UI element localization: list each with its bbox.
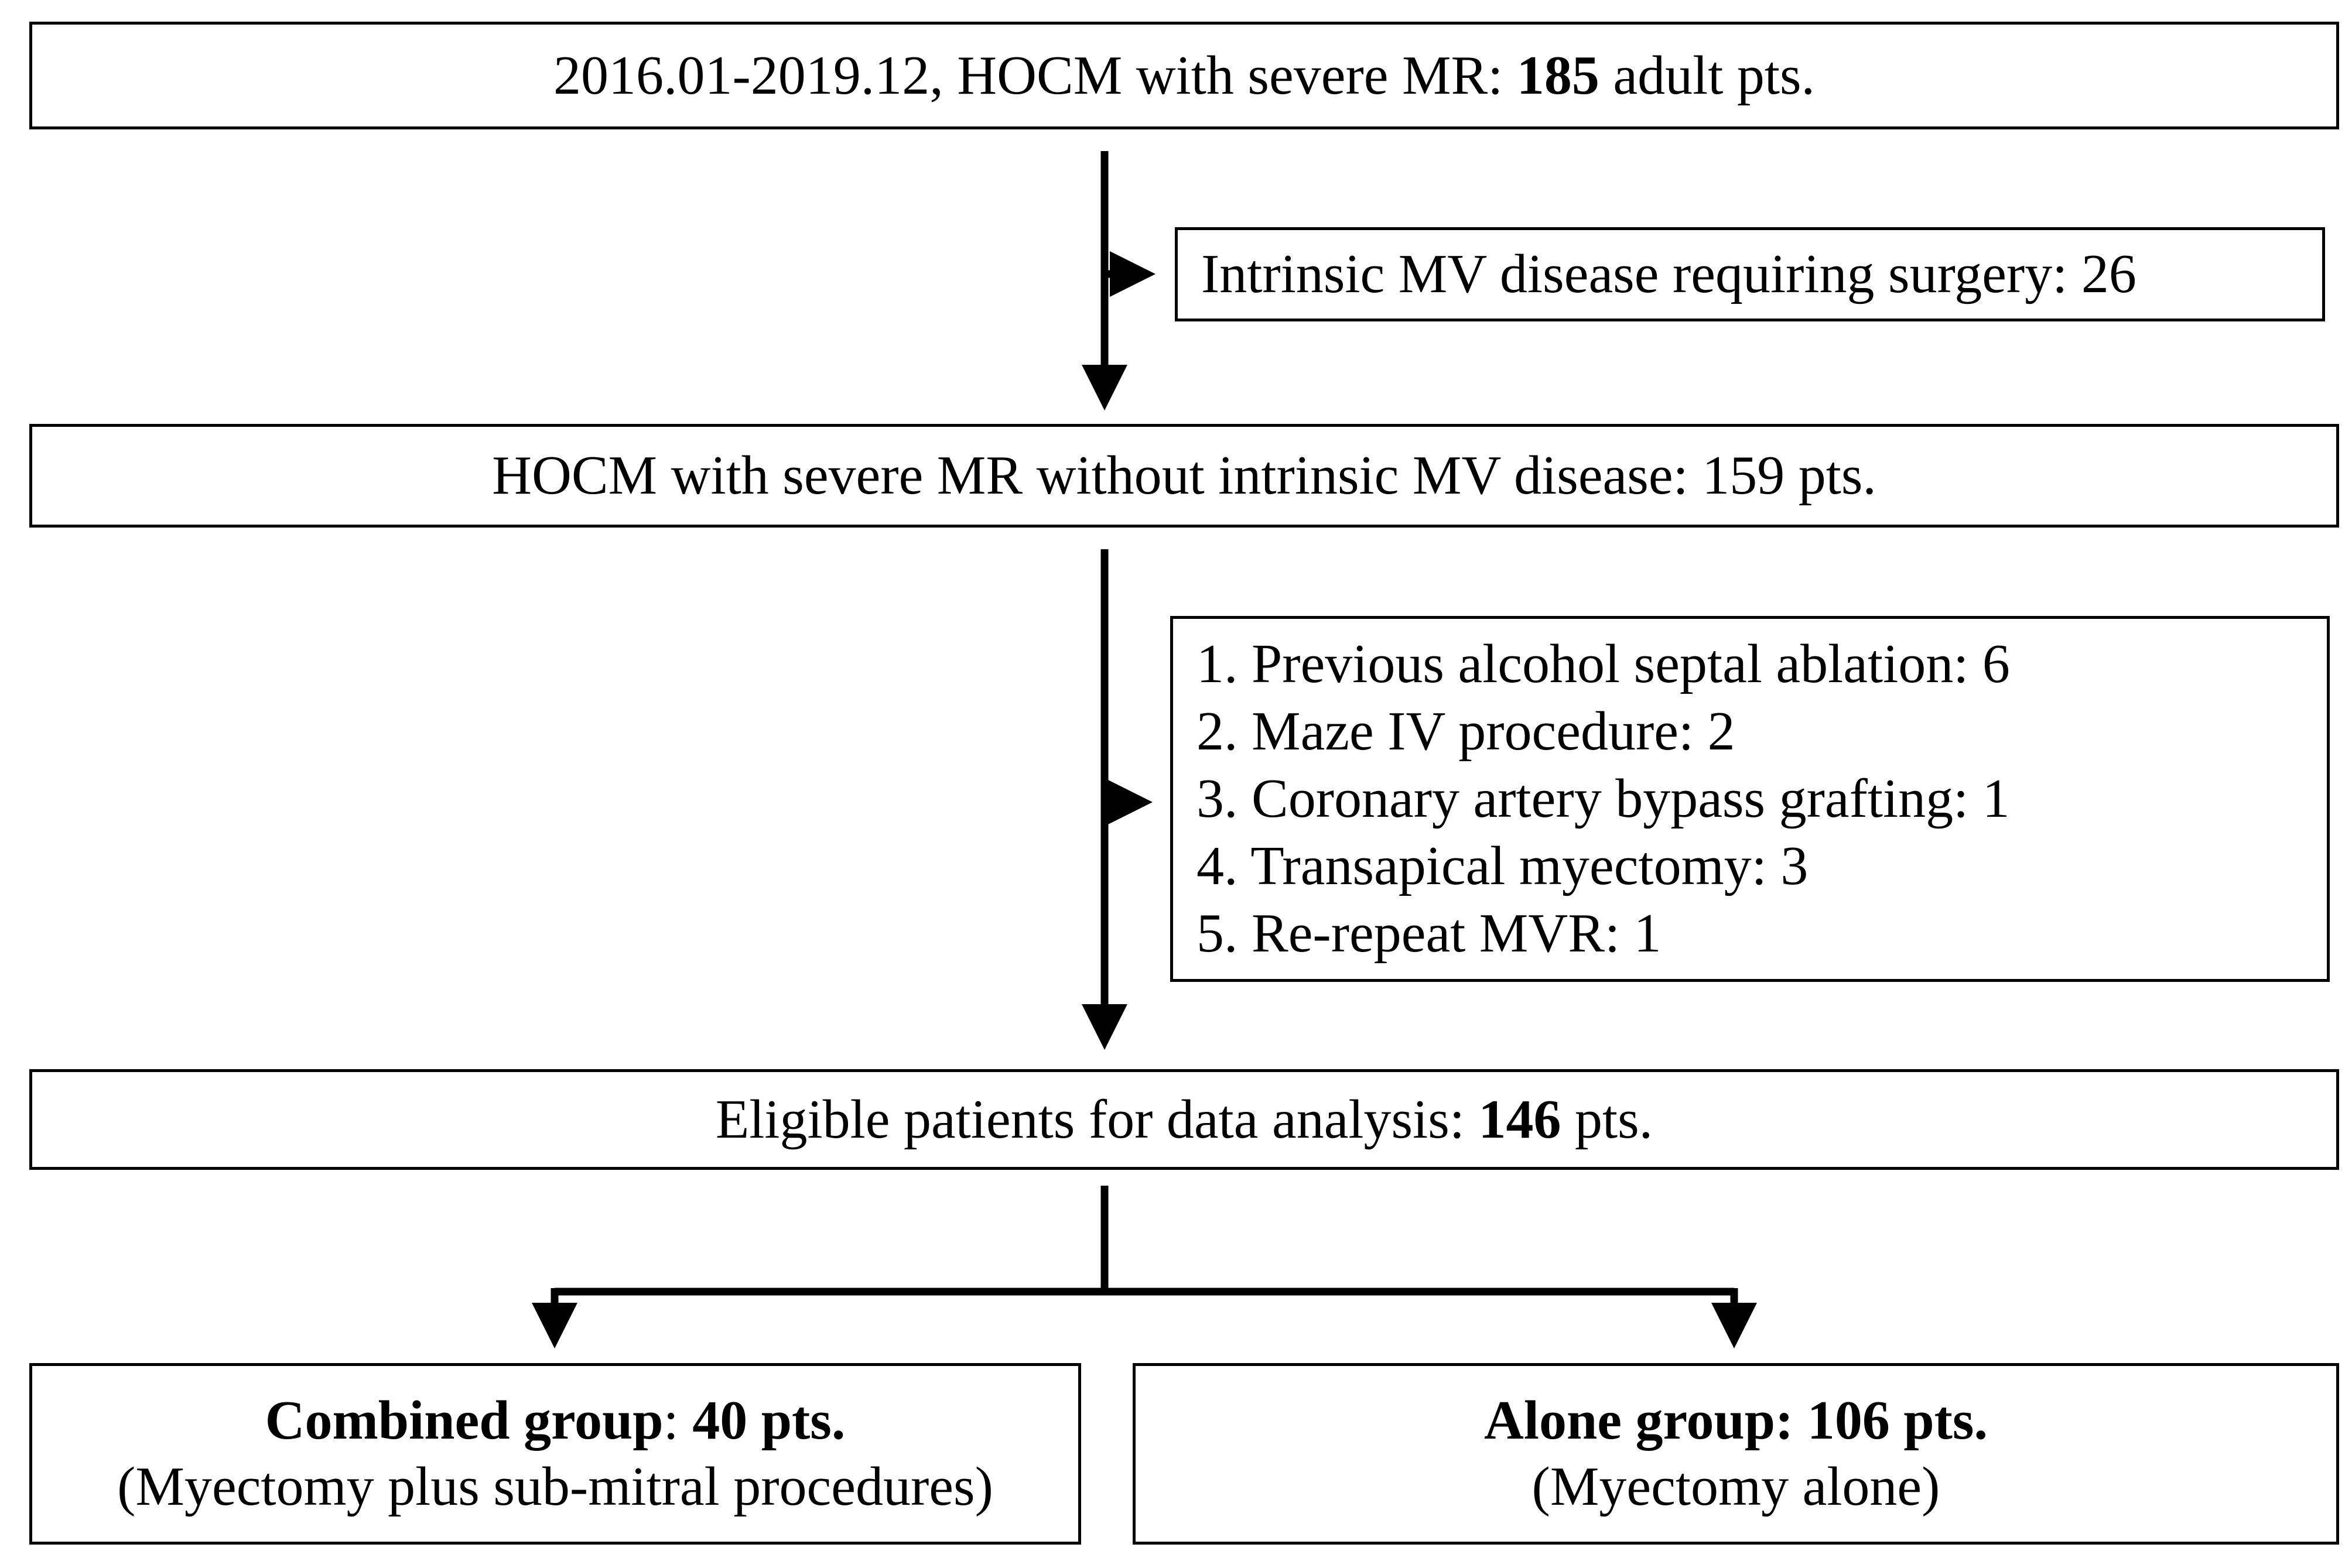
eligible-count: 146 <box>1478 1088 1561 1150</box>
box-alone-group: Alone group: 106 pts. (Myectomy alone) <box>1133 1363 2339 1545</box>
exclusion-intrinsic-text: Intrinsic MV disease requiring surgery: … <box>1201 244 2136 304</box>
without-intrinsic-text: HOCM with severe MR without intrinsic MV… <box>492 445 1876 506</box>
eligible-patients-text: Eligible patients for data analysis: 146… <box>716 1087 1653 1153</box>
exclusion-item: 3. Coronary artery bypass grafting: 1 <box>1196 768 2010 829</box>
box-without-intrinsic: HOCM with severe MR without intrinsic MV… <box>29 424 2339 528</box>
combined-title: Combined group: 40 pts. <box>265 1388 846 1454</box>
combined-detail: (Myectomy plus sub-mitral procedures) <box>117 1456 993 1517</box>
box-total-patients: 2016.01-2019.12, HOCM with severe MR: 18… <box>29 22 2339 129</box>
box-eligible-patients: Eligible patients for data analysis: 146… <box>29 1069 2339 1170</box>
total-count: 185 <box>1516 44 1599 106</box>
eligible-prefix: Eligible patients for data analysis: <box>715 1088 1479 1150</box>
box-exclusion-intrinsic: Intrinsic MV disease requiring surgery: … <box>1175 227 2325 321</box>
total-prefix: 2016.01-2019.12, HOCM with severe MR: <box>553 44 1517 106</box>
eligible-suffix: pts. <box>1561 1088 1653 1150</box>
box-exclusion-list: 1. Previous alcohol septal ablation: 6 2… <box>1170 616 2330 982</box>
exclusion-item: 4. Transapical myectomy: 3 <box>1196 836 1809 896</box>
combined-label: Combined group <box>265 1390 664 1451</box>
total-patients-text: 2016.01-2019.12, HOCM with severe MR: 18… <box>553 43 1815 109</box>
combined-sep: : <box>663 1390 693 1451</box>
box-combined-group: Combined group: 40 pts. (Myectomy plus s… <box>29 1363 1081 1545</box>
alone-detail: (Myectomy alone) <box>1531 1456 1940 1517</box>
total-suffix: adult pts. <box>1599 44 1816 106</box>
alone-title: Alone group: 106 pts. <box>1483 1390 1988 1451</box>
exclusion-item: 1. Previous alcohol septal ablation: 6 <box>1196 634 2010 694</box>
exclusion-item: 5. Re-repeat MVR: 1 <box>1196 903 1662 964</box>
exclusion-item: 2. Maze IV procedure: 2 <box>1196 701 1735 762</box>
combined-count: 40 pts. <box>692 1390 846 1451</box>
